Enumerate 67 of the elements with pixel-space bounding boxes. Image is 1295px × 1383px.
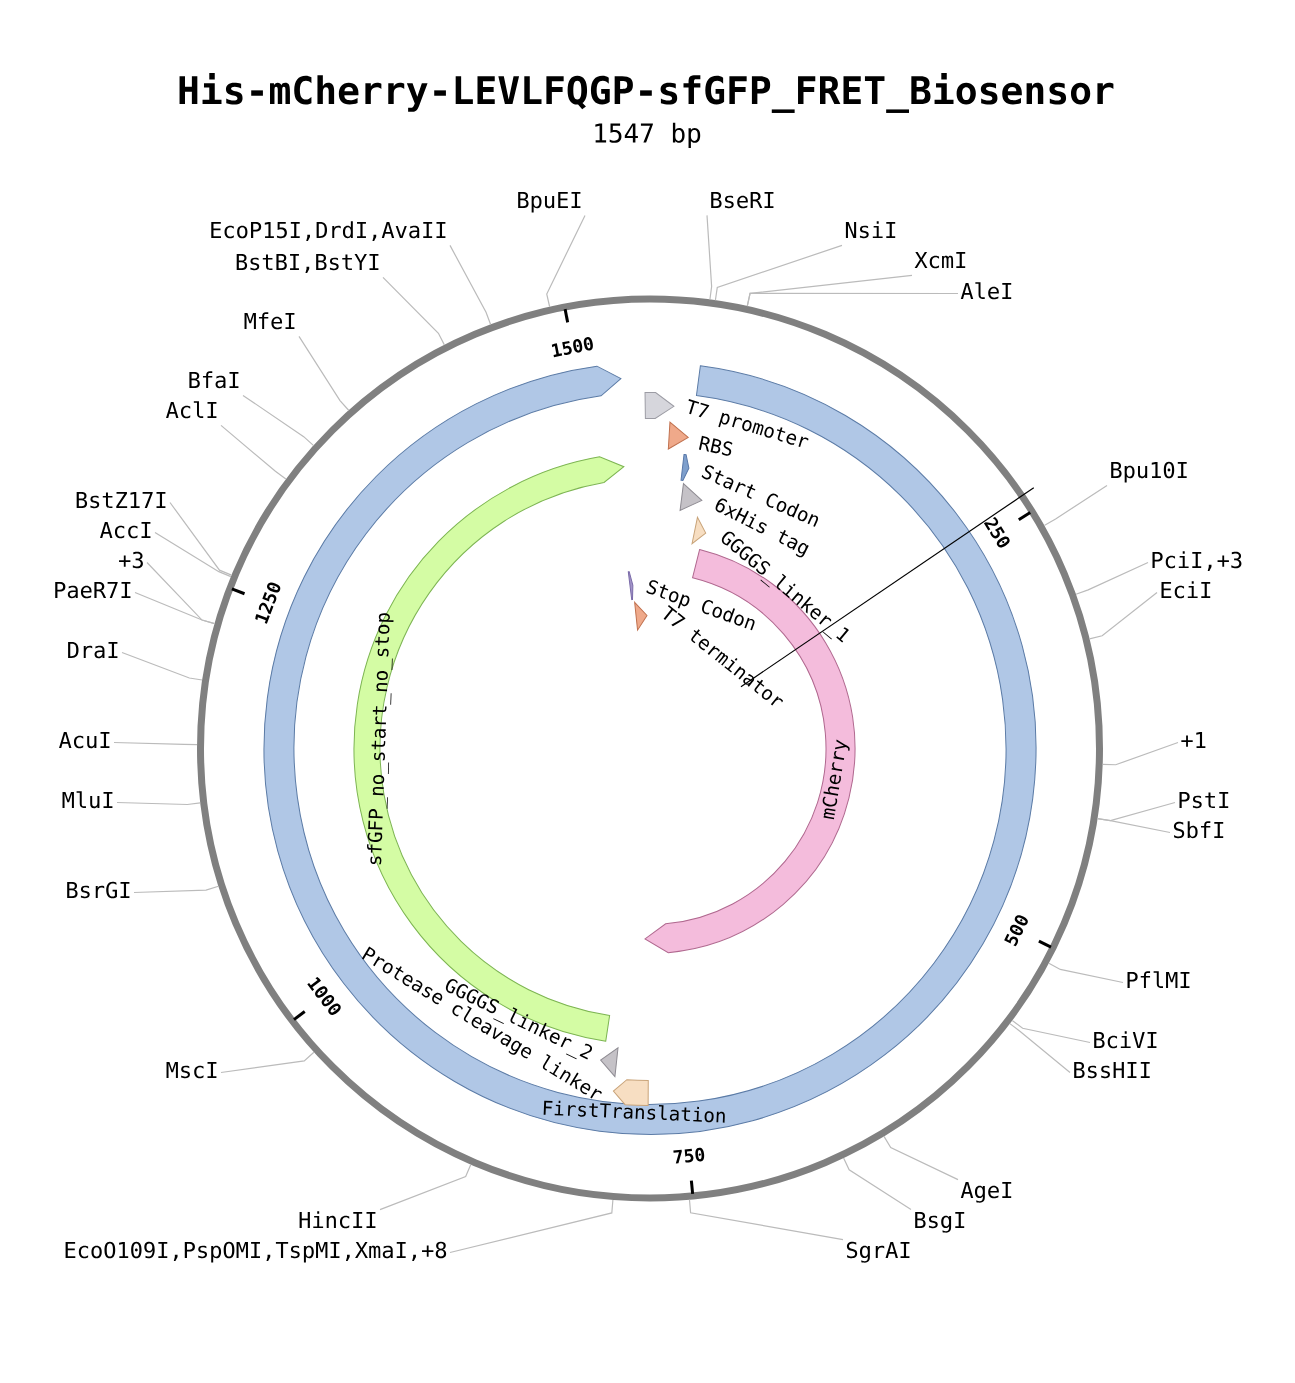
leader-line — [449, 1199, 614, 1254]
leader-line — [883, 1135, 959, 1181]
leader-line — [220, 424, 287, 480]
site-label: BseRI — [711, 191, 774, 209]
site-label: BssHII — [1074, 1061, 1150, 1079]
leader-line — [546, 214, 586, 308]
title: His-mCherry-LEVLFQGP-sfGFP_FRET_Biosensor — [179, 73, 1114, 113]
site-label: PciI,+3 — [1152, 551, 1242, 572]
leader-line — [843, 1157, 912, 1211]
site-label: MfeI — [244, 312, 295, 330]
site-label: EciI — [1161, 581, 1211, 599]
site-label: +1 — [1181, 731, 1206, 748]
site-label: SbfI — [1173, 821, 1224, 839]
leader-line — [242, 394, 314, 446]
leader-line — [298, 335, 350, 411]
site-label: AclI — [166, 401, 217, 419]
leader-line — [133, 885, 220, 894]
leader-line — [169, 501, 233, 576]
site-label: AleI — [960, 282, 1012, 300]
site-label: MscI — [166, 1061, 217, 1079]
leader-line — [449, 244, 492, 326]
site-label: AccI — [100, 521, 151, 539]
site-label: XcmI — [914, 251, 966, 269]
leader-line — [116, 801, 201, 806]
leader-line — [688, 1199, 844, 1241]
site-label: AcuI — [59, 731, 110, 749]
leader-line — [113, 741, 198, 746]
leader-line — [714, 244, 843, 301]
leader-line — [379, 1163, 472, 1211]
site-label: SgrAI — [846, 1241, 910, 1263]
leader-line — [146, 561, 216, 625]
leader-line — [1075, 561, 1149, 595]
site-label: BciVI — [1094, 1031, 1157, 1049]
site-label: PaeR7I — [55, 581, 131, 599]
site-label: EcoO109I,PspOMI,TspMI,XmaI,+8 — [65, 1241, 447, 1263]
leader-line — [1009, 1023, 1071, 1074]
subtitle: 1547 bp — [595, 122, 701, 148]
site-label: BsgI — [915, 1211, 965, 1233]
site-label: PflMI — [1127, 971, 1190, 988]
leader-line — [382, 276, 445, 346]
site-label: +3 — [119, 551, 143, 569]
leader-line — [746, 292, 959, 307]
leader-line — [220, 1051, 315, 1074]
tick-label: 750 — [673, 1147, 705, 1164]
site-label: BsrGI — [67, 881, 130, 899]
leader-line — [121, 651, 203, 681]
site-label: MluI — [62, 791, 113, 809]
tick-label: 500 — [1004, 915, 1028, 947]
site-label: HincII — [299, 1211, 376, 1229]
site-label: BpuEI — [518, 191, 581, 213]
site-label: NsiI — [845, 221, 896, 239]
site-label: BstZ17I — [76, 491, 166, 509]
leader-line — [1102, 741, 1179, 766]
site-label: BfaI — [189, 371, 239, 389]
site-label: EcoP15I,DrdI,AvaII — [211, 221, 446, 242]
leader-line — [1043, 484, 1108, 527]
site-label: BstBI,BstYI — [236, 253, 379, 274]
leader-line — [154, 531, 232, 578]
leader-line — [1096, 818, 1171, 834]
leader-line — [1011, 1019, 1091, 1044]
site-label: DraI — [68, 641, 118, 659]
site-label: Bpu10I — [1111, 461, 1187, 483]
leader-line — [1048, 962, 1124, 984]
site-label: PstI — [1179, 791, 1229, 809]
leader-line — [1088, 591, 1158, 640]
leader-line — [706, 214, 713, 301]
site-label: AgeI — [960, 1181, 1012, 1203]
